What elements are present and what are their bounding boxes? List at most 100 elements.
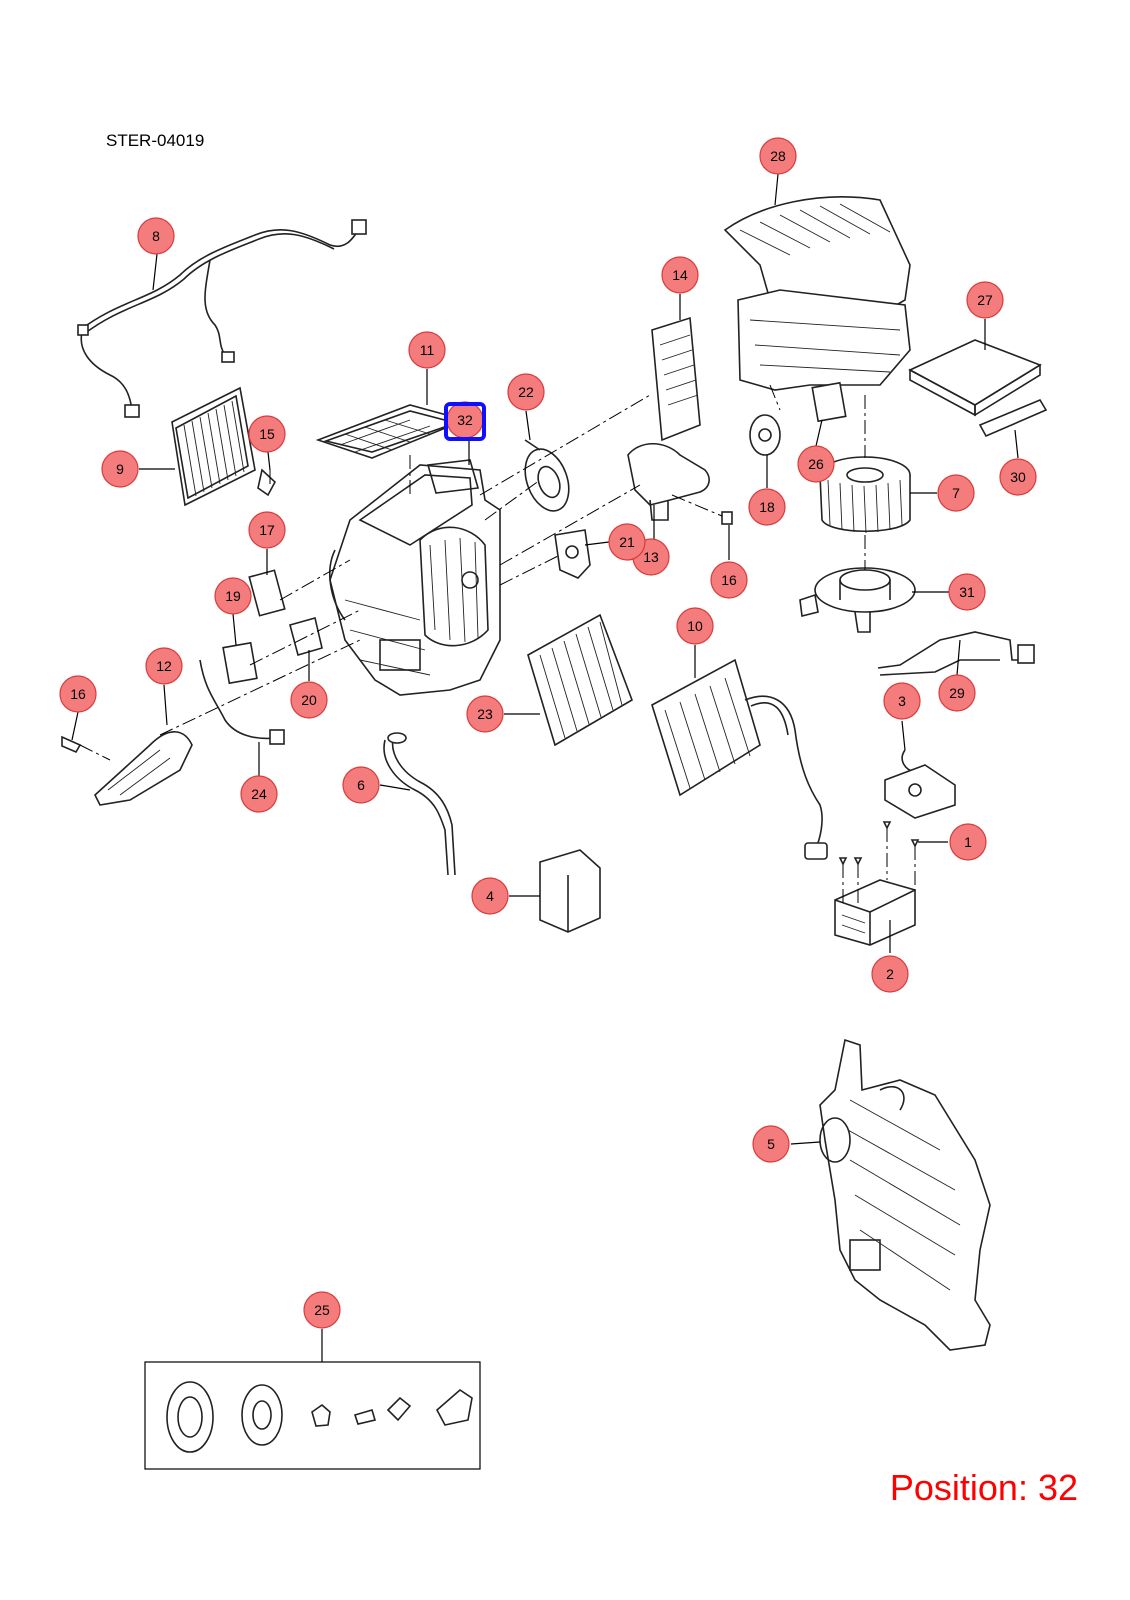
callout-28[interactable] bbox=[759, 137, 797, 175]
part-actuator-19 bbox=[222, 641, 258, 685]
callout-label-13: 13 bbox=[643, 549, 659, 565]
callout-label-18: 18 bbox=[759, 499, 775, 515]
callout-3[interactable] bbox=[883, 682, 921, 720]
callout-23[interactable] bbox=[466, 695, 504, 733]
part-duct-12 bbox=[94, 731, 193, 806]
callout-label-20: 20 bbox=[301, 692, 317, 708]
callout-9[interactable] bbox=[101, 450, 139, 488]
callout-label-11: 11 bbox=[420, 342, 435, 358]
callout-label-27: 27 bbox=[977, 292, 993, 308]
part-blower-fan bbox=[819, 456, 911, 534]
part-insulation-pad bbox=[539, 849, 601, 933]
callout-label-5: 5 bbox=[767, 1136, 775, 1152]
callout-label-1: 1 bbox=[964, 834, 972, 850]
callout-label-3: 3 bbox=[898, 693, 906, 709]
callout-label-8: 8 bbox=[152, 228, 160, 244]
callouts: 1234567891011121314151616171819202122232… bbox=[59, 137, 1037, 1329]
callout-label-17: 17 bbox=[259, 522, 275, 538]
selected-callout-box bbox=[444, 402, 486, 441]
part-screws-1 bbox=[838, 821, 920, 905]
callout-24[interactable] bbox=[240, 775, 278, 813]
callout-label-4: 4 bbox=[486, 888, 494, 904]
callout-5[interactable] bbox=[752, 1125, 790, 1163]
part-control-panel bbox=[651, 316, 701, 442]
callout-31[interactable] bbox=[948, 573, 986, 611]
part-actuator-13 bbox=[627, 443, 733, 525]
callout-label-22: 22 bbox=[518, 384, 534, 400]
callout-7[interactable] bbox=[937, 474, 975, 512]
part-bracket-29 bbox=[877, 631, 1035, 676]
callout-16[interactable] bbox=[59, 675, 97, 713]
callout-10[interactable] bbox=[676, 607, 714, 645]
callout-29[interactable] bbox=[938, 674, 976, 712]
part-kit-box bbox=[144, 1361, 481, 1470]
callout-20[interactable] bbox=[290, 681, 328, 719]
callout-label-14: 14 bbox=[672, 267, 688, 283]
part-hose-6 bbox=[383, 732, 456, 876]
callout-8[interactable] bbox=[137, 217, 175, 255]
part-cabin-filter bbox=[527, 613, 633, 747]
part-actuator-22 bbox=[524, 439, 570, 512]
callout-16[interactable] bbox=[710, 561, 748, 599]
part-sensor-24 bbox=[199, 659, 285, 745]
leader-lines bbox=[71, 173, 1019, 1362]
part-wiring-harness bbox=[77, 219, 367, 418]
callout-label-9: 9 bbox=[116, 461, 124, 477]
callout-label-28: 28 bbox=[770, 148, 786, 164]
callout-label-15: 15 bbox=[259, 426, 275, 442]
callout-label-6: 6 bbox=[357, 777, 365, 793]
part-clip-15 bbox=[257, 468, 276, 497]
callout-1[interactable] bbox=[949, 823, 987, 861]
callout-14[interactable] bbox=[661, 256, 699, 294]
diagram-code: STER-04019 bbox=[106, 131, 205, 150]
position-label: Position: 32 bbox=[889, 1467, 1078, 1508]
callout-label-19: 19 bbox=[225, 588, 241, 604]
part-actuator-18 bbox=[749, 414, 781, 456]
part-bracket-21 bbox=[554, 529, 591, 579]
callout-label-16: 16 bbox=[70, 686, 86, 702]
callout-30[interactable] bbox=[999, 458, 1037, 496]
callout-label-2: 2 bbox=[886, 966, 894, 982]
callout-19[interactable] bbox=[214, 577, 252, 615]
callout-2[interactable] bbox=[871, 955, 909, 993]
callout-4[interactable] bbox=[471, 877, 509, 915]
part-hvac-housing bbox=[329, 464, 501, 696]
callout-label-31: 31 bbox=[959, 584, 975, 600]
callout-label-30: 30 bbox=[1010, 469, 1026, 485]
part-filter-frame bbox=[315, 404, 468, 459]
part-filter-pad bbox=[908, 339, 1042, 417]
part-hvac-assembly bbox=[819, 1038, 991, 1351]
assembly-lines bbox=[79, 384, 866, 761]
callout-label-29: 29 bbox=[949, 685, 965, 701]
callout-label-7: 7 bbox=[952, 485, 960, 501]
part-actuator-17 bbox=[248, 569, 286, 617]
part-actuator-26 bbox=[811, 381, 847, 423]
callout-label-16: 16 bbox=[721, 572, 737, 588]
callout-26[interactable] bbox=[797, 445, 835, 483]
callout-label-32: 32 bbox=[457, 412, 473, 428]
callout-27[interactable] bbox=[966, 281, 1004, 319]
callout-label-26: 26 bbox=[808, 456, 824, 472]
part-blower-housing bbox=[723, 196, 911, 391]
callout-12[interactable] bbox=[145, 647, 183, 685]
part-evaporator bbox=[651, 658, 828, 860]
callout-label-21: 21 bbox=[619, 534, 635, 550]
part-seal-32 bbox=[426, 459, 480, 494]
part-blower-motor bbox=[799, 567, 916, 633]
part-heater-core bbox=[171, 386, 256, 507]
callout-25[interactable] bbox=[303, 1291, 341, 1329]
callout-15[interactable] bbox=[248, 415, 286, 453]
callout-18[interactable] bbox=[748, 488, 786, 526]
callout-label-10: 10 bbox=[687, 618, 703, 634]
callout-6[interactable] bbox=[342, 766, 380, 804]
callout-11[interactable] bbox=[408, 331, 446, 369]
callout-21[interactable] bbox=[608, 523, 646, 561]
callout-label-23: 23 bbox=[477, 706, 493, 722]
part-relay-module bbox=[884, 749, 956, 819]
part-screw-16-left bbox=[61, 735, 82, 754]
part-seal-strip bbox=[978, 398, 1048, 438]
callout-label-12: 12 bbox=[156, 658, 172, 674]
callout-17[interactable] bbox=[248, 511, 286, 549]
callout-22[interactable] bbox=[507, 373, 545, 411]
